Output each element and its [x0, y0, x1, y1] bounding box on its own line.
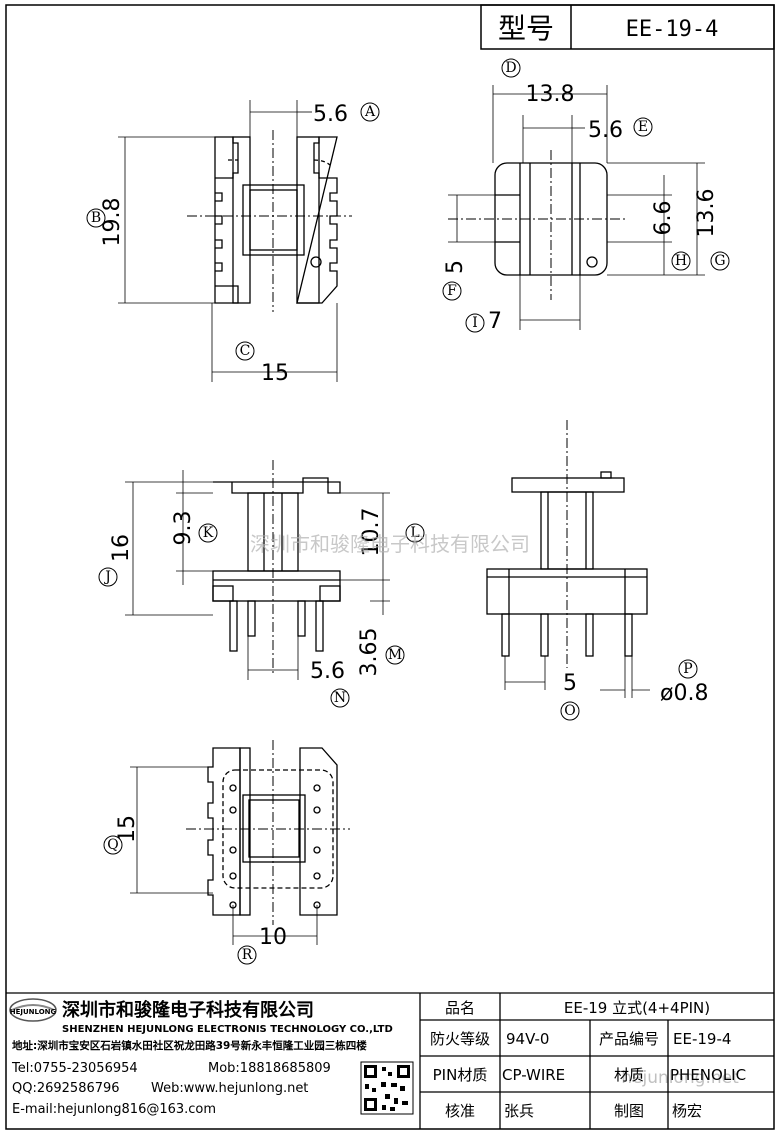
- callout-J: J: [98, 567, 118, 587]
- callout-E: E: [633, 117, 653, 137]
- svg-text:L: L: [410, 525, 419, 541]
- model-value: EE-19-4: [626, 17, 719, 42]
- svg-text:P: P: [683, 661, 692, 677]
- svg-text:E: E: [638, 119, 648, 135]
- svg-text:N: N: [334, 690, 346, 706]
- watermark-url: hejunlong.net: [621, 1068, 739, 1088]
- dim-O: 5: [563, 671, 577, 696]
- callout-Q: Q: [103, 835, 123, 855]
- dim-E: 5.6: [588, 118, 623, 143]
- svg-text:I: I: [472, 315, 478, 331]
- mat-value: PHENOLIC: [670, 1066, 746, 1084]
- pin-value: CP-WIRE: [502, 1066, 565, 1084]
- callout-P: P: [678, 659, 698, 679]
- svg-text:C: C: [240, 343, 251, 359]
- fire-label: 防火等级: [430, 1030, 490, 1048]
- code-label: 产品编号: [599, 1030, 659, 1048]
- dim-K: 9.3: [171, 511, 196, 546]
- callout-O: O: [560, 701, 580, 721]
- check-value: 张兵: [504, 1102, 534, 1120]
- model-label: 型号: [498, 12, 554, 45]
- company-tel: Tel:0755-23056954: [11, 1061, 138, 1076]
- svg-text:A: A: [364, 104, 376, 120]
- qr-code-icon: [360, 1061, 414, 1115]
- company-email: E-mail:hejunlong816@163.com: [12, 1102, 216, 1117]
- svg-text:M: M: [388, 647, 402, 663]
- company-logo: HEJUNLONG: [9, 998, 57, 1022]
- svg-text:D: D: [505, 60, 516, 76]
- dim-J: 16: [109, 534, 134, 562]
- dim-F: 5: [443, 260, 468, 274]
- svg-text:HEJUNLONG: HEJUNLONG: [10, 1008, 57, 1016]
- callout-N: N: [330, 688, 350, 708]
- dim-D: 13.8: [526, 82, 575, 107]
- company-web: Web:www.hejunlong.net: [151, 1081, 308, 1096]
- callout-H: H: [671, 251, 691, 271]
- name-value: EE-19 立式(4+4PIN): [564, 999, 710, 1017]
- code-value: EE-19-4: [673, 1030, 731, 1048]
- svg-text:O: O: [564, 703, 575, 719]
- dim-M: 3.65: [357, 628, 382, 677]
- name-label: 品名: [445, 999, 475, 1017]
- view-bottom: [130, 740, 350, 945]
- company-mob: Mob:18818685809: [208, 1061, 331, 1076]
- dim-I: 7: [488, 309, 502, 334]
- view-front: [125, 460, 390, 680]
- dim-C: 15: [261, 361, 289, 386]
- svg-text:Q: Q: [107, 837, 118, 853]
- svg-text:F: F: [447, 283, 457, 299]
- view-side: [486, 420, 650, 698]
- callout-C: C: [235, 341, 255, 361]
- draw-value: 杨宏: [672, 1102, 702, 1120]
- dim-A: 5.6: [313, 102, 348, 127]
- svg-text:J: J: [103, 569, 111, 585]
- title-block: [6, 992, 774, 1129]
- svg-text:H: H: [675, 253, 687, 269]
- svg-text:B: B: [91, 210, 101, 226]
- callout-I: I: [465, 313, 485, 333]
- callout-K: K: [198, 523, 218, 543]
- company-qq: QQ:2692586796: [12, 1081, 120, 1096]
- callout-L: L: [405, 523, 425, 543]
- dim-R: 10: [259, 925, 287, 950]
- model-header: 型号 EE-19-4: [480, 4, 775, 50]
- callout-G: G: [710, 251, 730, 271]
- sheet-border: [5, 4, 775, 1130]
- fire-value: 94V-0: [506, 1030, 549, 1048]
- svg-text:R: R: [242, 947, 253, 963]
- draw-label: 制图: [614, 1102, 644, 1120]
- company-name-en: SHENZHEN HEJUNLONG ELECTRONIS TECHNOLOGY…: [62, 1024, 393, 1035]
- company-address: 地址:深圳市宝安区石岩镇水田社区祝龙田路39号新永丰恒隆工业园三栋四楼: [12, 1039, 367, 1052]
- callout-M: M: [385, 645, 405, 665]
- callout-A: A: [360, 102, 380, 122]
- callout-F: F: [442, 281, 462, 301]
- dim-H: 6.6: [651, 201, 676, 236]
- dim-P: ø0.8: [660, 681, 708, 706]
- mat-label: 材质: [614, 1066, 644, 1084]
- dim-N: 5.6: [310, 659, 345, 684]
- view-top-left: [118, 100, 352, 382]
- check-label: 核准: [445, 1102, 475, 1120]
- pin-label: PIN材质: [433, 1066, 488, 1084]
- company-name-cn: 深圳市和骏隆电子科技有限公司: [62, 999, 314, 1021]
- watermark-cn: 深圳市和骏隆电子科技有限公司: [250, 532, 530, 556]
- callout-R: R: [237, 945, 257, 965]
- svg-text:G: G: [714, 253, 725, 269]
- callout-D: D: [501, 58, 521, 78]
- dim-G: 13.6: [694, 189, 719, 238]
- dim-L: 10.7: [359, 508, 384, 557]
- svg-text:K: K: [203, 525, 214, 541]
- callout-B: B: [86, 208, 106, 228]
- view-top-right: [448, 85, 705, 330]
